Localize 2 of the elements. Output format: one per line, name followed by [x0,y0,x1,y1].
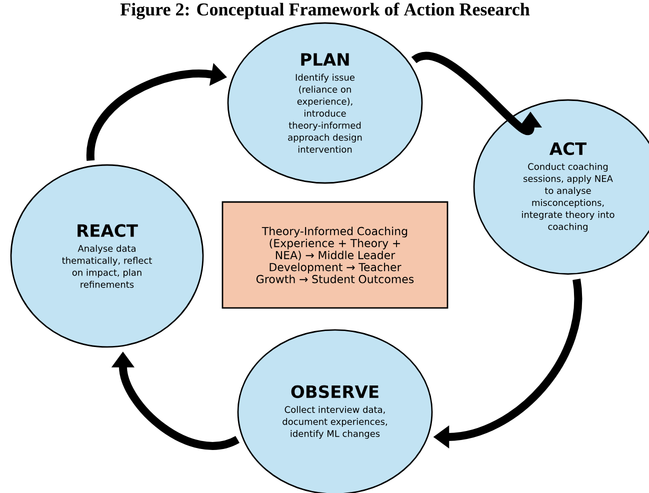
figure-title: Figure 2: Conceptual Framework of Action Research [120,2,530,20]
framework-box: Theory-Informed Coaching (Experience + Theory + NEA) → Middle Leader Development → Teacher Growth → Student Outcomes [222,201,448,309]
